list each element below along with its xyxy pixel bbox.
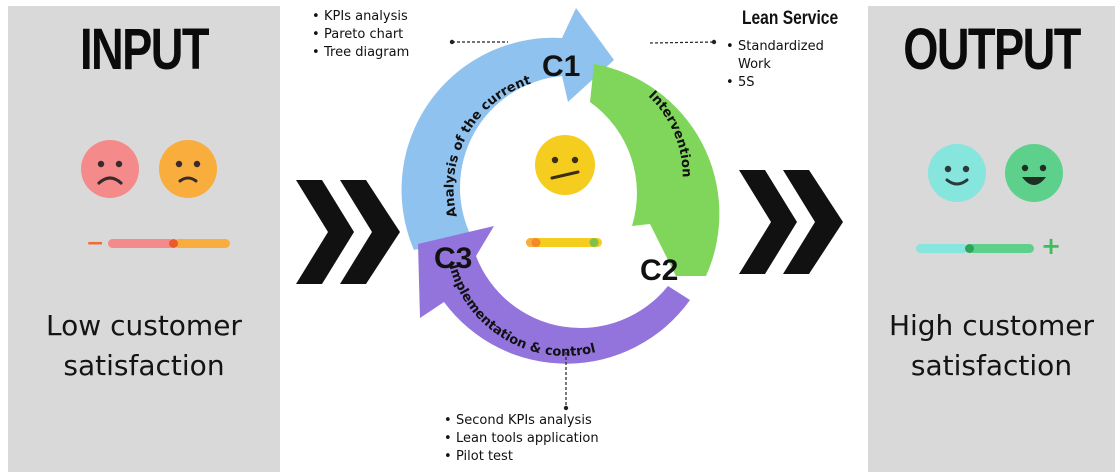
output-panel: OUTPUT High customer satisfaction xyxy=(868,6,1115,472)
output-slider-track-cyan xyxy=(916,244,968,253)
lean-note-continuation: Work xyxy=(724,56,824,74)
input-slider-knob xyxy=(169,239,178,248)
input-caption: Low customer satisfaction xyxy=(8,306,280,386)
implementation-note: Lean tools application xyxy=(442,430,599,448)
input-slider-track-orange xyxy=(174,239,230,248)
input-slider-minus: − xyxy=(86,231,105,256)
smile-face-cyan-icon xyxy=(928,144,986,202)
lean-note: 5S xyxy=(724,74,824,92)
input-slider-track-red xyxy=(108,239,174,248)
input-title: INPUT xyxy=(80,17,209,82)
grin-face-green-icon xyxy=(1005,144,1063,202)
input-caption-line2: satisfaction xyxy=(63,349,225,382)
implementation-note: Pilot test xyxy=(442,448,599,466)
output-caption-line1: High customer xyxy=(888,309,1095,342)
double-chevron-right-icon xyxy=(296,180,400,284)
sad-face-red-icon xyxy=(81,140,139,198)
output-caption: High customer satisfaction xyxy=(868,306,1115,386)
analysis-notes: KPIs analysis Pareto chart Tree diagram xyxy=(310,8,409,62)
analysis-note: Tree diagram xyxy=(310,44,409,62)
neutral-face-icon xyxy=(535,135,595,195)
center-slider xyxy=(526,238,602,247)
c2-code: C2 xyxy=(640,254,678,287)
c1-code: C1 xyxy=(542,50,580,83)
implementation-notes: Second KPIs analysis Lean tools applicat… xyxy=(442,412,599,466)
analysis-note: KPIs analysis xyxy=(310,8,409,26)
lean-note-continuation-text: Work xyxy=(738,57,771,72)
implementation-note: Second KPIs analysis xyxy=(442,412,599,430)
c3-arrow xyxy=(418,226,690,364)
input-caption-line1: Low customer xyxy=(46,309,242,342)
output-title: OUTPUT xyxy=(903,17,1081,82)
output-slider-knob xyxy=(965,244,974,253)
c3-code: C3 xyxy=(434,242,472,275)
lean-note: Standardized xyxy=(724,38,824,56)
output-caption-line2: satisfaction xyxy=(910,349,1073,382)
output-slider-track-green xyxy=(968,244,1034,253)
lean-notes: Standardized Work 5S xyxy=(724,38,824,92)
output-slider-plus: + xyxy=(1041,232,1062,260)
analysis-note: Pareto chart xyxy=(310,26,409,44)
double-chevron-right-icon-output xyxy=(739,170,843,274)
lean-service-title: Lean Service xyxy=(742,8,839,29)
leader-lean xyxy=(649,41,715,44)
input-panel: INPUT Low customer satisfaction xyxy=(8,6,280,472)
c1-arrow xyxy=(401,8,614,250)
sad-face-orange-icon xyxy=(159,140,217,198)
c2-arrow xyxy=(590,64,720,276)
